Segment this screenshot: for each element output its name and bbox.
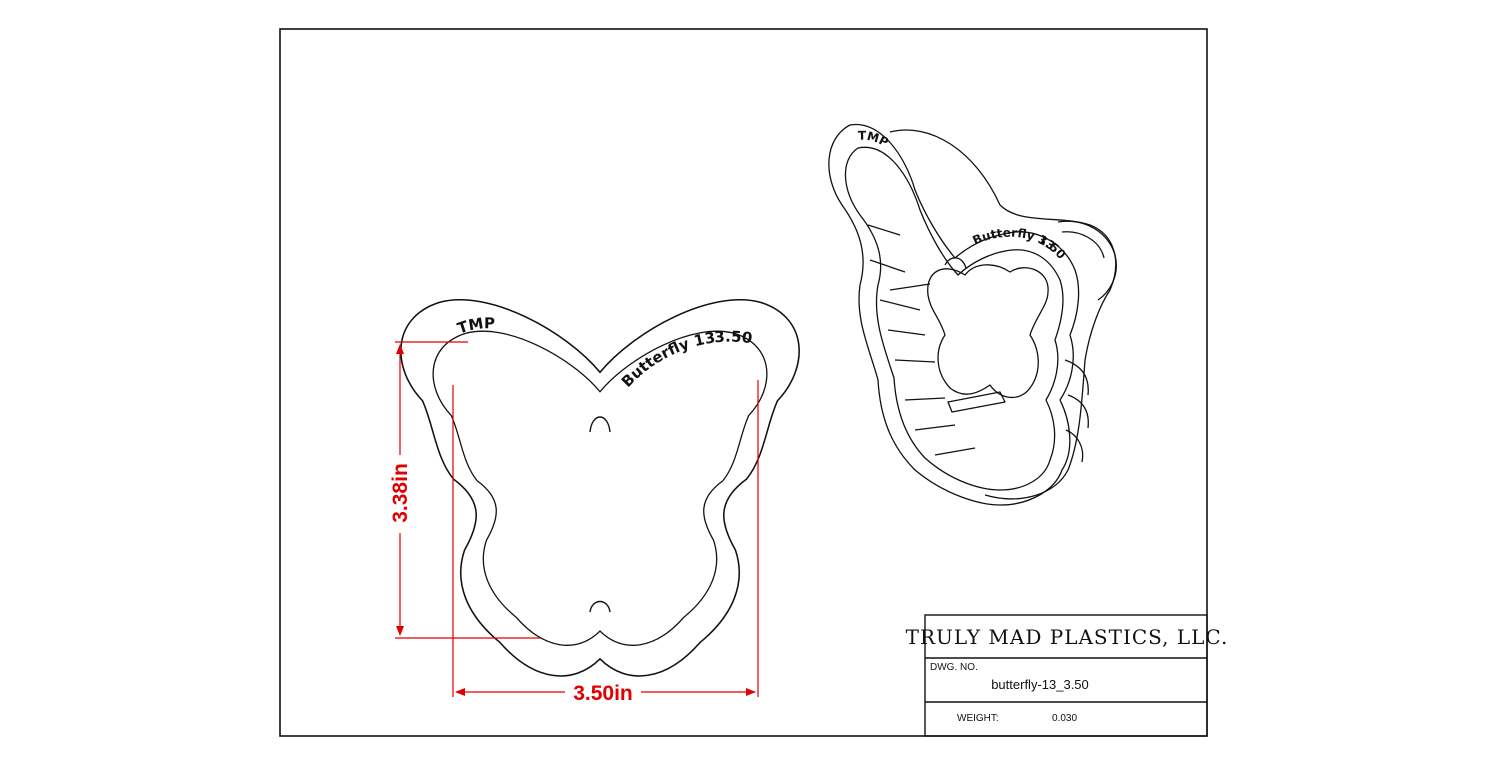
dwg-no-label: DWG. NO.	[930, 662, 978, 673]
tmp-marking-3d: TMP	[858, 129, 891, 150]
name-marking: Butterfly 13	[618, 328, 717, 390]
height-dimension	[395, 341, 540, 639]
cutter-outer-outline	[400, 299, 800, 677]
top-notch	[589, 416, 611, 433]
dwg-no-value: butterfly-13_3.50	[991, 677, 1089, 692]
title-block	[924, 614, 1208, 737]
front-view	[400, 299, 800, 677]
size-marking: 3.50	[714, 328, 754, 348]
tmp-marking: TMP	[455, 314, 495, 337]
bottom-notch	[589, 600, 611, 613]
weight-value: 0.030	[1052, 713, 1077, 724]
isometric-view	[828, 123, 1117, 506]
height-label-bg	[386, 455, 414, 533]
width-label-bg	[565, 680, 641, 704]
company-name: TRULY MAD PLASTICS, LLC.	[906, 625, 1229, 649]
width-dimension-label: 3.50in	[573, 682, 633, 705]
height-dimension-label: 3.38in	[389, 463, 412, 523]
sheet-border	[279, 28, 1208, 737]
weight-label: WEIGHT:	[957, 713, 999, 724]
cutter-inner-outline	[432, 330, 768, 646]
